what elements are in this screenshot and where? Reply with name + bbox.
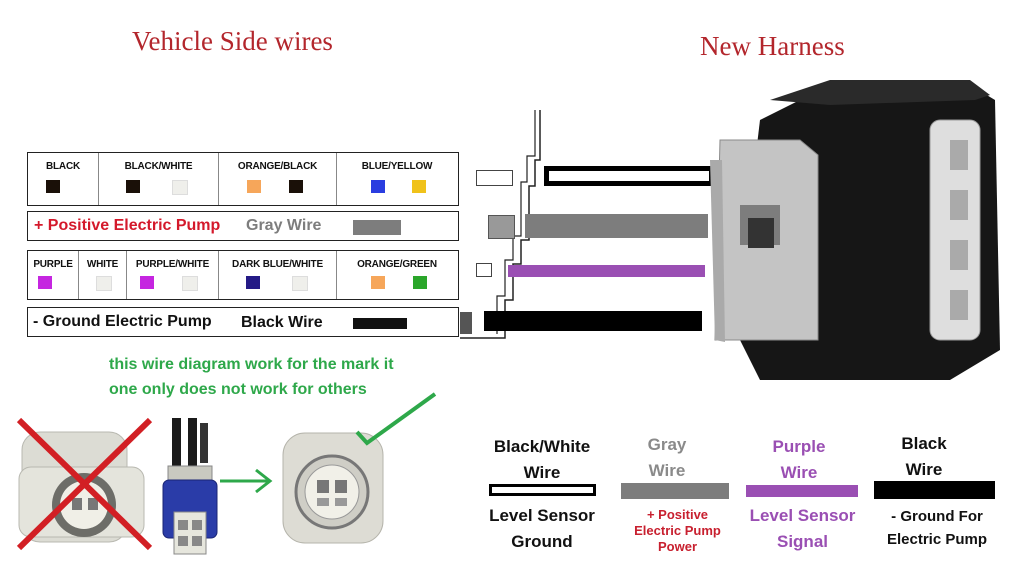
harness-plug-icon [162, 418, 218, 555]
legend-desc-line: Power [657, 539, 697, 554]
wire-swatch [292, 276, 308, 291]
vehicle-row-3: PURPLE WHITE PURPLE/WHITE DARK BLUE/WHIT… [27, 250, 459, 300]
wire-label: PURPLE [33, 259, 73, 270]
harness-backplate [460, 110, 541, 339]
wire-swatch [126, 180, 140, 193]
new-harness-title: New Harness [700, 31, 845, 61]
wire-swatch [371, 180, 385, 193]
legend-desc-line: Level Sensor [749, 506, 856, 525]
ground-pump-label: - Ground Electric Pump [33, 313, 212, 330]
legend-desc-line: Electric Pump [886, 531, 988, 548]
wire-swatch [247, 180, 261, 193]
vehicle-row-positive: + Positive Electric Pump Gray Wire [27, 211, 459, 241]
legend-title-line: Wire [780, 463, 818, 482]
wire-label: ORANGE/GREEN [357, 259, 437, 270]
gray-swatch [353, 220, 401, 235]
stub-3 [476, 263, 492, 277]
legend-black-swatch [874, 481, 995, 499]
legend-desc-line: + Positive [646, 507, 709, 522]
legend-purple-desc: Level Sensor Signal [740, 503, 865, 555]
wire-swatch [140, 276, 154, 289]
stub-4 [460, 312, 472, 334]
legend-desc-line: Level Sensor [489, 506, 595, 525]
legend-gray-desc: + Positive Electric Pump Power [615, 507, 740, 555]
legend-title-line: Wire [648, 461, 686, 480]
legend-purple-swatch [746, 485, 858, 497]
legend-bw-swatch [489, 484, 596, 496]
lead-black-white [544, 166, 714, 186]
wire-swatch [172, 180, 188, 195]
vehicle-side-title: Vehicle Side wires [132, 26, 333, 56]
gray-wire-label: Gray Wire [246, 217, 322, 234]
wrong-connector-icon [16, 417, 153, 551]
black-swatch [353, 318, 407, 329]
legend-desc-line: Ground [511, 532, 573, 551]
lead-black [484, 311, 702, 331]
wire-label: BLUE/YELLOW [361, 161, 433, 172]
wire-cell-black: BLACK [28, 153, 98, 205]
wire-label: WHITE [86, 259, 119, 270]
legend-gray-title: Gray Wire [612, 432, 722, 484]
legend-purple-title: Purple Wire [745, 434, 853, 486]
wire-cell-purple: PURPLE [28, 251, 78, 299]
lead-gray [525, 214, 708, 238]
wire-swatch [96, 276, 112, 291]
arrow-right-icon [220, 468, 273, 494]
legend-title-line: Purple [772, 437, 826, 456]
wire-label: BLACK [46, 161, 80, 172]
legend-desc-line: - Ground For [891, 508, 983, 525]
wire-swatch [289, 180, 303, 193]
wire-cell-purple-white: PURPLE/WHITE [126, 251, 218, 299]
wire-swatch [371, 276, 385, 289]
wire-cell-orange-black: ORANGE/BLACK [218, 153, 336, 205]
legend-title-line: Wire [905, 460, 943, 479]
vehicle-row-1: BLACK BLACK/WHITE ORANGE/BLACK BLUE/YELL… [27, 152, 459, 206]
wire-cell-dark-blue-white: DARK BLUE/WHITE [218, 251, 336, 299]
legend-bw-desc: Level Sensor Ground [480, 503, 604, 555]
wire-swatch [38, 276, 52, 289]
positive-pump-label: + Positive Electric Pump [34, 217, 221, 234]
wire-cell-black-white: BLACK/WHITE [98, 153, 218, 205]
wire-swatch [182, 276, 198, 291]
wire-swatch [246, 276, 260, 289]
legend-title-line: Black/White [493, 437, 591, 456]
wire-label: DARK BLUE/WHITE [232, 259, 323, 270]
wire-cell-white: WHITE [78, 251, 126, 299]
legend-gray-swatch [621, 483, 729, 499]
legend-black-title: Black Wire [870, 431, 978, 483]
wire-swatch [412, 180, 426, 193]
correct-connector-icon [282, 392, 437, 544]
connector-icon [710, 80, 1000, 380]
note-line-1: this wire diagram work for the mark it [109, 356, 394, 373]
black-wire-label: Black Wire [241, 314, 323, 331]
legend-title-line: Gray [647, 435, 687, 454]
check-mark-icon [355, 392, 437, 446]
wire-label: ORANGE/BLACK [237, 161, 318, 172]
wire-swatch [46, 180, 60, 193]
wire-swatch [413, 276, 427, 289]
wire-label: BLACK/WHITE [124, 161, 193, 172]
wire-cell-orange-green: ORANGE/GREEN [336, 251, 457, 299]
lead-purple [508, 265, 705, 277]
legend-desc-line: Signal [776, 532, 828, 551]
legend-bw-title: Black/White Wire [482, 434, 602, 486]
stub-2 [488, 215, 515, 239]
stub-1 [476, 170, 513, 186]
x-mark-icon [16, 417, 153, 551]
legend-title-line: Wire [523, 463, 561, 482]
wire-cell-blue-yellow: BLUE/YELLOW [336, 153, 457, 205]
legend-title-line: Black [901, 434, 947, 453]
legend-black-desc: - Ground For Electric Pump [872, 505, 1002, 551]
wire-label: PURPLE/WHITE [135, 259, 210, 270]
note-line-2: one only does not work for others [109, 381, 367, 398]
vehicle-row-ground: - Ground Electric Pump Black Wire [27, 307, 459, 337]
legend-desc-line: Electric Pump [634, 523, 721, 538]
